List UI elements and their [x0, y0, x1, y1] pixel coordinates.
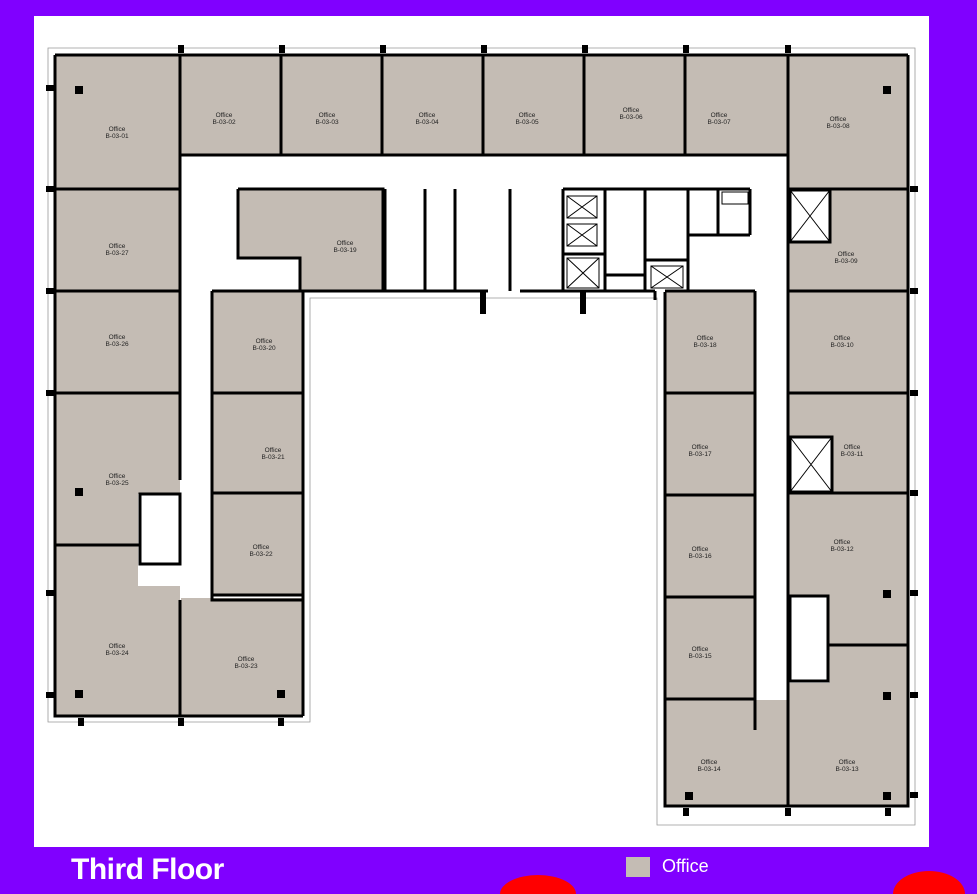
decorative-red-shape-right: [893, 871, 965, 894]
stair-and-shafts: [138, 188, 834, 683]
core-voids: [138, 190, 832, 683]
facade-outline: [47, 47, 916, 826]
office-fills: [55, 55, 908, 806]
legend: Office: [626, 856, 709, 877]
decorative-red-shape-left: [500, 875, 576, 894]
legend-label-office: Office: [662, 856, 709, 876]
walls: [53, 53, 910, 808]
columns: [46, 45, 918, 816]
floor-title: Third Floor: [71, 853, 224, 886]
legend-swatch-office: [626, 856, 650, 877]
